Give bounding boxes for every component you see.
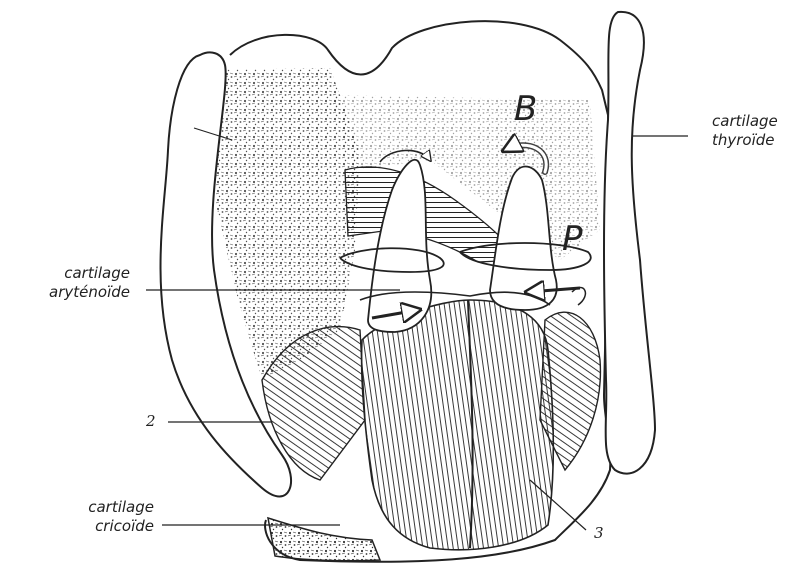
label-cricoid: cartilage cricoïde (40, 498, 154, 536)
label-muscle-3: 3 (594, 524, 604, 542)
label-cricoid-line2: cricoïde (40, 517, 154, 536)
muscle-posterior-cricoarytenoid (362, 300, 554, 550)
label-thyroid-line1: cartilage (712, 112, 778, 131)
label-muscle-2: 2 (146, 412, 156, 430)
label-arytenoid-line2: aryténoïde (22, 283, 130, 302)
thyroid-right-lamina (604, 12, 655, 474)
label-rotation-B: B (514, 92, 537, 126)
letter-P-stroke (572, 288, 585, 305)
label-cricoid-line1: cartilage (40, 498, 154, 517)
label-arytenoid: cartilage aryténoïde (22, 264, 130, 302)
label-thyroid-line2: thyroïde (712, 131, 778, 150)
label-arytenoid-line1: cartilage (22, 264, 130, 283)
label-thyroid: cartilage thyroïde (712, 112, 778, 150)
label-rotation-P: P (562, 222, 583, 256)
